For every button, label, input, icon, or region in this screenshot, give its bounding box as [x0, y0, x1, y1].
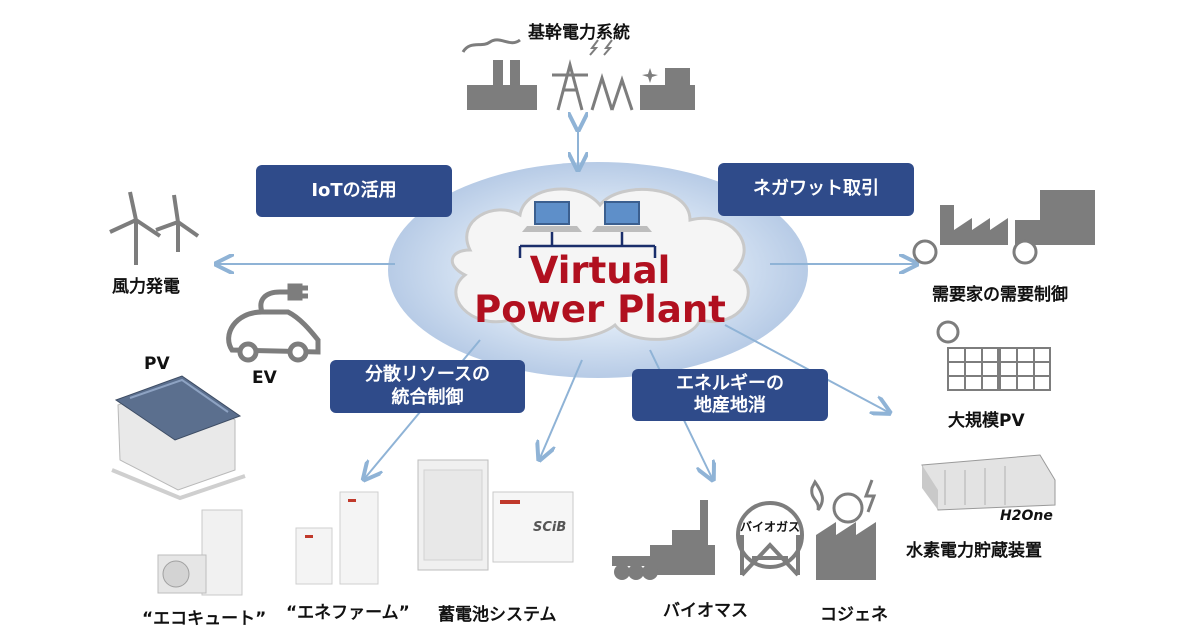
enefarm-icon	[295, 491, 379, 585]
biomass-label: バイオマス	[663, 601, 748, 621]
biomass-icon	[612, 500, 715, 580]
factory-icon	[640, 68, 695, 110]
laptop-icon	[522, 201, 582, 232]
wind-turbine-icon	[109, 191, 200, 265]
iot-box: IoTの活用	[256, 165, 452, 217]
demand-label: 需要家の需要制御	[932, 285, 1068, 305]
cogeneration-icon	[810, 479, 877, 580]
local-energy-box: エネルギーの 地産地消	[632, 369, 828, 421]
biogas-tank-icon	[736, 501, 804, 577]
ev-label: EV	[252, 368, 277, 388]
grid-label: 基幹電力系統	[528, 23, 630, 43]
large-pv-icon	[936, 320, 1051, 391]
hydrogen-label: 水素電力貯蔵装置	[906, 541, 1042, 561]
iot-box-label: IoTの活用	[311, 179, 397, 201]
vpp-title-line2: Power Plant	[474, 287, 726, 331]
distributed-resources-line1: 分散リソースの	[364, 364, 491, 385]
ecocute-label: “エコキュート”	[142, 609, 267, 629]
battery-label: 蓄電池システム	[438, 605, 557, 625]
negawatt-box: ネガワット取引	[718, 163, 914, 216]
biogas-tank-label: バイオガス	[740, 520, 801, 534]
vpp-title: Virtual Power Plant	[440, 249, 760, 331]
wind-label: 風力発電	[112, 277, 180, 297]
arrow-large-pv	[724, 324, 888, 412]
network-line	[518, 232, 657, 258]
cogeneration-label: コジェネ	[820, 605, 888, 625]
local-energy-line1: エネルギーの	[676, 372, 784, 394]
distributed-resources-line2: 統合制御	[391, 386, 464, 408]
vpp-cloud	[451, 187, 750, 341]
battery-system-icon	[417, 459, 574, 571]
power-plant-icon	[461, 38, 537, 110]
distributed-resources-box: 分散リソースの 統合制御	[330, 360, 525, 413]
negawatt-box-label: ネガワット取引	[753, 178, 879, 200]
enefarm-label: “エネファーム”	[286, 603, 410, 623]
house-icon	[111, 375, 246, 501]
vpp-title-line1: Virtual	[529, 249, 671, 292]
ecocute-icon	[157, 509, 243, 596]
laptop-icon	[592, 201, 652, 232]
hydrogen-storage-icon	[921, 454, 1056, 511]
large-pv-label: 大規模PV	[948, 411, 1025, 431]
scib-label: SCiB	[533, 520, 567, 535]
demand-factory-icon	[912, 190, 1095, 265]
local-energy-line2: 地産地消	[694, 395, 766, 416]
pv-label: PV	[144, 354, 170, 374]
transmission-tower-icon	[552, 39, 634, 111]
ev-car-icon	[226, 283, 321, 363]
h2one-logo: H2One	[1000, 508, 1053, 524]
arrow-battery	[540, 359, 583, 458]
